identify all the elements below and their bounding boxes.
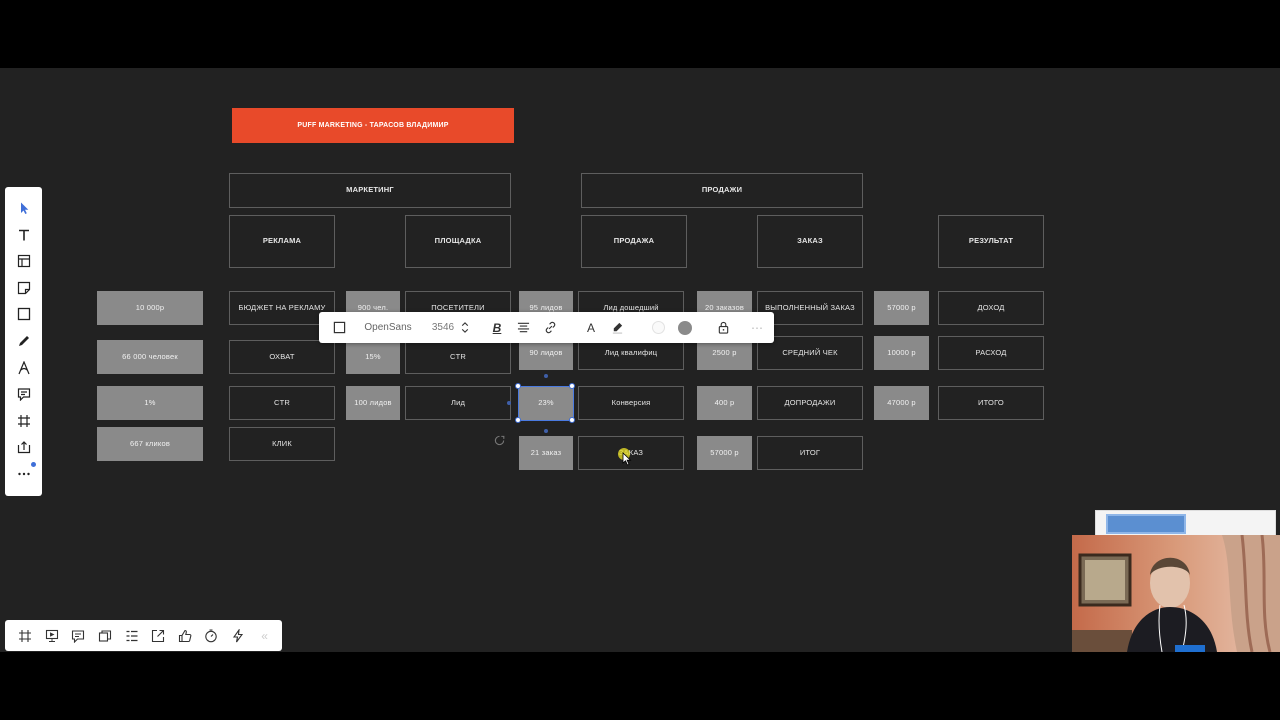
share-icon[interactable]	[145, 624, 172, 648]
order-value-total[interactable]: 57000 р	[697, 436, 752, 470]
pen-icon[interactable]	[11, 328, 37, 354]
sale-value-orders[interactable]: 21 заказ	[519, 436, 573, 470]
bold-icon[interactable]: B	[492, 320, 502, 335]
sale-conversion[interactable]: Конверсия	[578, 386, 684, 420]
ads-reach[interactable]: ОХВАТ	[229, 340, 335, 374]
more-options-icon[interactable]: ⋯	[751, 320, 763, 335]
frames-icon[interactable]	[12, 624, 39, 648]
align-center-icon[interactable]	[515, 312, 531, 343]
section-marketing[interactable]: МАРКЕТИНГ	[229, 173, 511, 208]
lock-icon[interactable]	[715, 312, 731, 343]
value-clicks[interactable]: 667 кликов	[97, 427, 203, 461]
font-size-stepper-icon[interactable]	[459, 312, 471, 343]
bolt-icon[interactable]	[225, 624, 252, 648]
platform-lead[interactable]: Лид	[405, 386, 511, 420]
connector-dot-bottom[interactable]	[544, 429, 548, 433]
platform-value-ctr[interactable]: 15%	[346, 340, 400, 374]
comments-icon[interactable]	[65, 624, 92, 648]
mouse-cursor-icon	[622, 452, 632, 466]
present-icon[interactable]	[39, 624, 66, 648]
order-total[interactable]: ИТОГ	[757, 436, 863, 470]
order-avg-check[interactable]: СРЕДНИЙ ЧЕК	[757, 336, 863, 370]
webcam-video	[1072, 535, 1280, 652]
sale-order[interactable]: ЗАКАЗ	[578, 436, 684, 470]
connector-dot-top[interactable]	[544, 374, 548, 378]
selection-frame	[518, 386, 574, 421]
left-toolbar	[5, 187, 42, 496]
connector-dot-left[interactable]	[507, 401, 511, 405]
platform-value-leads[interactable]: 100 лидов	[346, 386, 400, 420]
timer-icon[interactable]	[198, 624, 225, 648]
result-value-expense[interactable]: 10000 р	[874, 336, 929, 370]
subsection-ads[interactable]: РЕКЛАМА	[229, 215, 335, 268]
format-toolbar: OpenSans 3546 B A ⋯	[319, 312, 774, 343]
font-size-field[interactable]: 3546	[431, 322, 455, 333]
ads-ctr[interactable]: CTR	[229, 386, 335, 420]
resize-handle-tl[interactable]	[515, 383, 521, 389]
resize-handle-br[interactable]	[569, 417, 575, 423]
webcam-top-panel	[1095, 510, 1276, 536]
more-icon[interactable]	[11, 461, 37, 487]
value-ctr[interactable]: 1%	[97, 386, 203, 420]
subsection-platform[interactable]: ПЛОЩАДКА	[405, 215, 511, 268]
comment-icon[interactable]	[11, 381, 37, 407]
ads-click[interactable]: КЛИК	[229, 427, 335, 461]
result-value-total[interactable]: 47000 р	[874, 386, 929, 420]
whiteboard-canvas[interactable]: PUFF MARKETING - ТАРАСОВ ВЛАДИМИР МАРКЕТ…	[0, 68, 1280, 652]
template-icon[interactable]	[11, 248, 37, 274]
order-completed[interactable]: ВЫПОЛНЕННЫЙ ЗАКАЗ	[757, 291, 863, 325]
like-icon[interactable]	[172, 624, 199, 648]
sticky-note-icon[interactable]	[11, 275, 37, 301]
border-color-swatch[interactable]	[650, 312, 666, 343]
platform-ctr[interactable]: CTR	[405, 340, 511, 374]
order-value-upsell[interactable]: 400 р	[697, 386, 752, 420]
shape-icon[interactable]	[11, 301, 37, 327]
webcam-presenter-image	[1072, 535, 1280, 652]
cards-icon[interactable]	[92, 624, 119, 648]
subsection-result[interactable]: РЕЗУЛЬТАТ	[938, 215, 1044, 268]
webcam-top-thumbnail	[1106, 514, 1186, 534]
section-sales[interactable]: ПРОДАЖИ	[581, 173, 863, 208]
grid-icon[interactable]	[118, 624, 145, 648]
board-title[interactable]: PUFF MARKETING - ТАРАСОВ ВЛАДИМИР	[232, 108, 514, 143]
fill-color-swatch[interactable]	[677, 312, 693, 343]
shape-outline-button[interactable]	[329, 312, 349, 343]
ads-budget[interactable]: БЮДЖЕТ НА РЕКЛАМУ	[229, 291, 335, 325]
notification-dot	[30, 461, 36, 467]
upload-icon[interactable]	[11, 434, 37, 460]
frame-icon[interactable]	[11, 408, 37, 434]
result-expense[interactable]: РАСХОД	[938, 336, 1044, 370]
text-color-icon[interactable]: A	[586, 320, 595, 335]
result-value-income[interactable]: 57000 р	[874, 291, 929, 325]
resize-handle-tr[interactable]	[569, 383, 575, 389]
subsection-order[interactable]: ЗАКАЗ	[757, 215, 863, 268]
bottom-toolbar: «	[5, 620, 282, 651]
rotate-icon[interactable]	[494, 435, 505, 446]
select-icon[interactable]	[11, 195, 37, 221]
value-budget[interactable]: 10 000р	[97, 291, 203, 325]
resize-handle-bl[interactable]	[515, 417, 521, 423]
subsection-sale[interactable]: ПРОДАЖА	[581, 215, 687, 268]
collapse-icon[interactable]: «	[261, 628, 268, 643]
order-upsell[interactable]: ДОПРОДАЖИ	[757, 386, 863, 420]
text-icon[interactable]	[11, 222, 37, 248]
font-family-select[interactable]: OpenSans	[364, 322, 412, 333]
highlight-pen-icon[interactable]	[609, 312, 625, 343]
result-total[interactable]: ИТОГО	[938, 386, 1044, 420]
link-icon[interactable]	[542, 312, 558, 343]
result-income[interactable]: ДОХОД	[938, 291, 1044, 325]
line-icon[interactable]	[11, 355, 37, 381]
value-reach[interactable]: 66 000 человек	[97, 340, 203, 374]
sale-value-conversion[interactable]: 23%	[519, 386, 573, 420]
